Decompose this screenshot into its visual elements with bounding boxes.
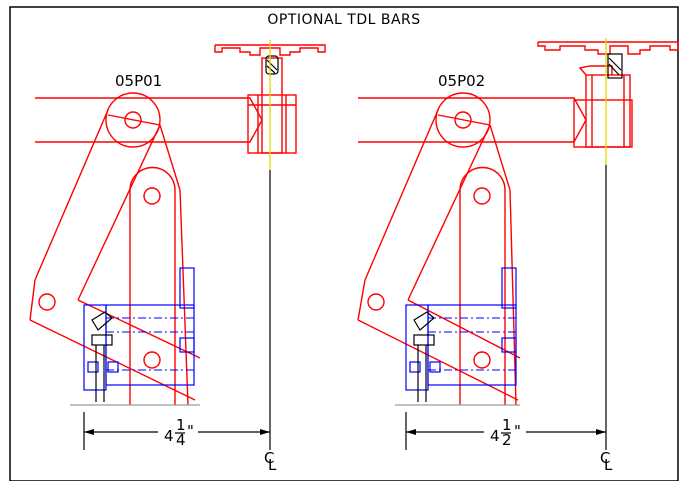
sash-profile [395,267,520,406]
svg-text:L: L [268,456,277,474]
sash-profile [70,267,200,406]
dimension-numerator: 1 [176,416,186,434]
centerline-symbol: C L [600,449,613,474]
detail-label: 05P01 [115,72,162,90]
dimension-whole: 4 [490,427,500,445]
svg-text:C: C [264,449,274,467]
dimension-whole: 4 [164,427,174,445]
dimension-denominator: 4 [176,431,186,449]
dimension-unit: " [514,422,521,440]
linkage-arms [357,92,521,406]
detail-05p01: 05P01 [29,40,326,474]
horizontal-arm [358,97,587,143]
weatherstrip-icon [413,311,435,331]
detail-label: 05P02 [438,72,485,90]
svg-text:C: C [600,449,610,467]
dimension-unit: " [187,422,194,440]
detail-05p02: 05P02 [357,38,679,474]
gasket-icon [265,55,279,75]
gasket-icon [607,53,623,79]
linkage-arms [29,92,201,406]
horizontal-arm [35,97,263,143]
drawing-title: OPTIONAL TDL BARS [267,12,420,28]
dimension-numerator: 1 [502,416,512,434]
svg-text:L: L [604,456,613,474]
dimension-denominator: 2 [502,431,512,449]
dimension-line: 4 1 4 " [83,170,271,450]
weatherstrip-icon [91,311,113,331]
tdl-bar-profile [214,40,326,170]
drawing-border [9,6,679,481]
dimension-line: 4 1 2 " [405,165,607,450]
tdl-bar-profile [537,38,679,165]
centerline-symbol: C L [264,449,277,474]
